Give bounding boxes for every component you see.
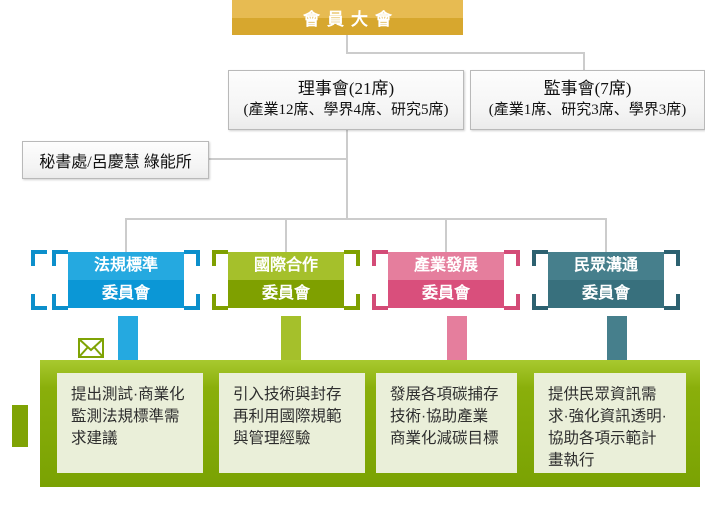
corner-bracket-icon (212, 250, 228, 266)
corner-bracket-icon (532, 250, 548, 266)
council-box: 理事會(21席) (產業12席、學界4席、研究5席) (228, 70, 464, 130)
committee-desc-regulation: 提出測試·商業化監測法規標準需求建議 (57, 373, 203, 473)
corner-bracket-icon (184, 294, 200, 310)
committee-name-line1: 國際合作 (253, 257, 318, 274)
corner-bracket-icon (664, 294, 680, 310)
corner-bracket-icon (344, 294, 360, 310)
corner-bracket-icon (504, 294, 520, 310)
connector-line (346, 35, 348, 53)
committee-tab (607, 316, 627, 360)
corner-bracket-icon (184, 250, 200, 266)
corner-bracket-icon (372, 294, 388, 310)
committee-name-line2: 委員會 (581, 285, 630, 302)
committee-box-international: 國際合作 委員會 (228, 252, 344, 308)
supervisors-box: 監事會(7席) (產業1席、研究3席、學界3席) (470, 70, 705, 130)
committee-box-industry: 產業發展 委員會 (388, 252, 504, 308)
corner-bracket-icon (664, 250, 680, 266)
committee-tab (281, 316, 301, 360)
council-title: 理事會(21席) (297, 79, 395, 98)
committee-unit-industry: 產業發展 委員會 (372, 250, 520, 310)
corner-bracket-icon (31, 294, 47, 310)
general-assembly-label: 會員大會 (303, 10, 399, 29)
committee-name-line1: 法規標準 (93, 257, 158, 274)
committee-name-line2: 委員會 (261, 285, 310, 302)
committee-name-line2: 委員會 (421, 285, 470, 302)
connector-line (346, 52, 585, 54)
corner-bracket-icon (52, 294, 68, 310)
corner-bracket-icon (344, 250, 360, 266)
corner-bracket-icon (372, 250, 388, 266)
committee-unit-regulation: 法規標準 委員會 (52, 250, 200, 310)
corner-bracket-icon (52, 250, 68, 266)
envelope-icon (78, 338, 104, 358)
secretariat-label: 秘書處/呂慶慧 綠能所 (39, 154, 192, 171)
connector-line (583, 52, 585, 71)
connector-line (125, 218, 607, 220)
supervisors-detail: (產業1席、研究3席、學界3席) (488, 102, 687, 118)
general-assembly-box: 會員大會 (232, 0, 463, 35)
connector-line (285, 218, 287, 252)
committee-tab (118, 316, 138, 360)
committee-unit-international: 國際合作 委員會 (212, 250, 360, 310)
connector-line (125, 218, 127, 252)
committee-box-regulation: 法規標準 委員會 (68, 252, 184, 308)
committee-box-public: 民眾溝通 委員會 (548, 252, 664, 308)
corner-bracket-icon (532, 294, 548, 310)
connector-line (605, 218, 607, 252)
committee-desc-industry: 發展各項碳捕存技術·協助產業商業化減碳目標 (376, 373, 517, 473)
side-accent-bar (12, 405, 28, 447)
committee-name-line2: 委員會 (101, 285, 150, 302)
supervisors-title: 監事會(7席) (543, 79, 632, 98)
committee-tab (447, 316, 467, 360)
secretariat-box: 秘書處/呂慶慧 綠能所 (22, 141, 209, 179)
committee-desc-international: 引入技術與封存再利用國際規範與管理經驗 (219, 373, 365, 473)
council-detail: (產業12席、學界4席、研究5席) (243, 102, 449, 118)
corner-bracket-icon (212, 294, 228, 310)
connector-line (346, 128, 348, 219)
connector-line (207, 158, 346, 160)
corner-bracket-icon (504, 250, 520, 266)
connector-line (445, 218, 447, 252)
committee-name-line1: 民眾溝通 (573, 257, 638, 274)
committee-unit-public: 民眾溝通 委員會 (532, 250, 680, 310)
committee-desc-public: 提供民眾資訊需求·強化資訊透明·協助各項示範計畫執行 (534, 373, 686, 473)
committee-name-line1: 產業發展 (413, 257, 478, 274)
decorative-corner-marks (31, 250, 47, 310)
corner-bracket-icon (31, 250, 47, 266)
